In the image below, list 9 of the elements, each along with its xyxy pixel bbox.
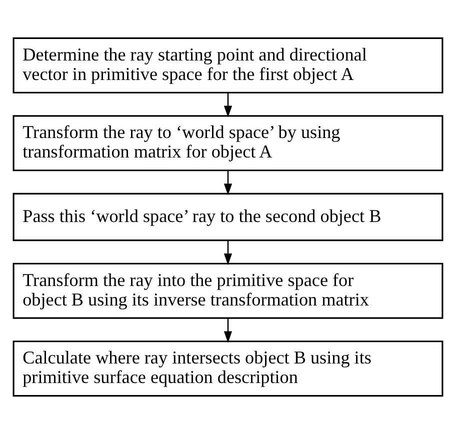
arrow: [224, 170, 232, 195]
arrow: [224, 318, 232, 342]
arrow: [224, 240, 232, 265]
node-box: Transform the ray into the primitive space for object B using its inverse transformation matrix: [12, 262, 444, 318]
node-box: Transform the ray to ‘world space’ by using transformation matrix for object A: [12, 114, 444, 171]
node-box: Determine the ray starting point and directional vector in primitive space for the first object A: [12, 36, 444, 93]
arrow: [224, 92, 232, 117]
node-box: Calculate where ray intersects object B using its primitive surface equation description: [12, 340, 444, 396]
node-box: Pass this ‘world space’ ray to the second object B: [12, 192, 444, 241]
